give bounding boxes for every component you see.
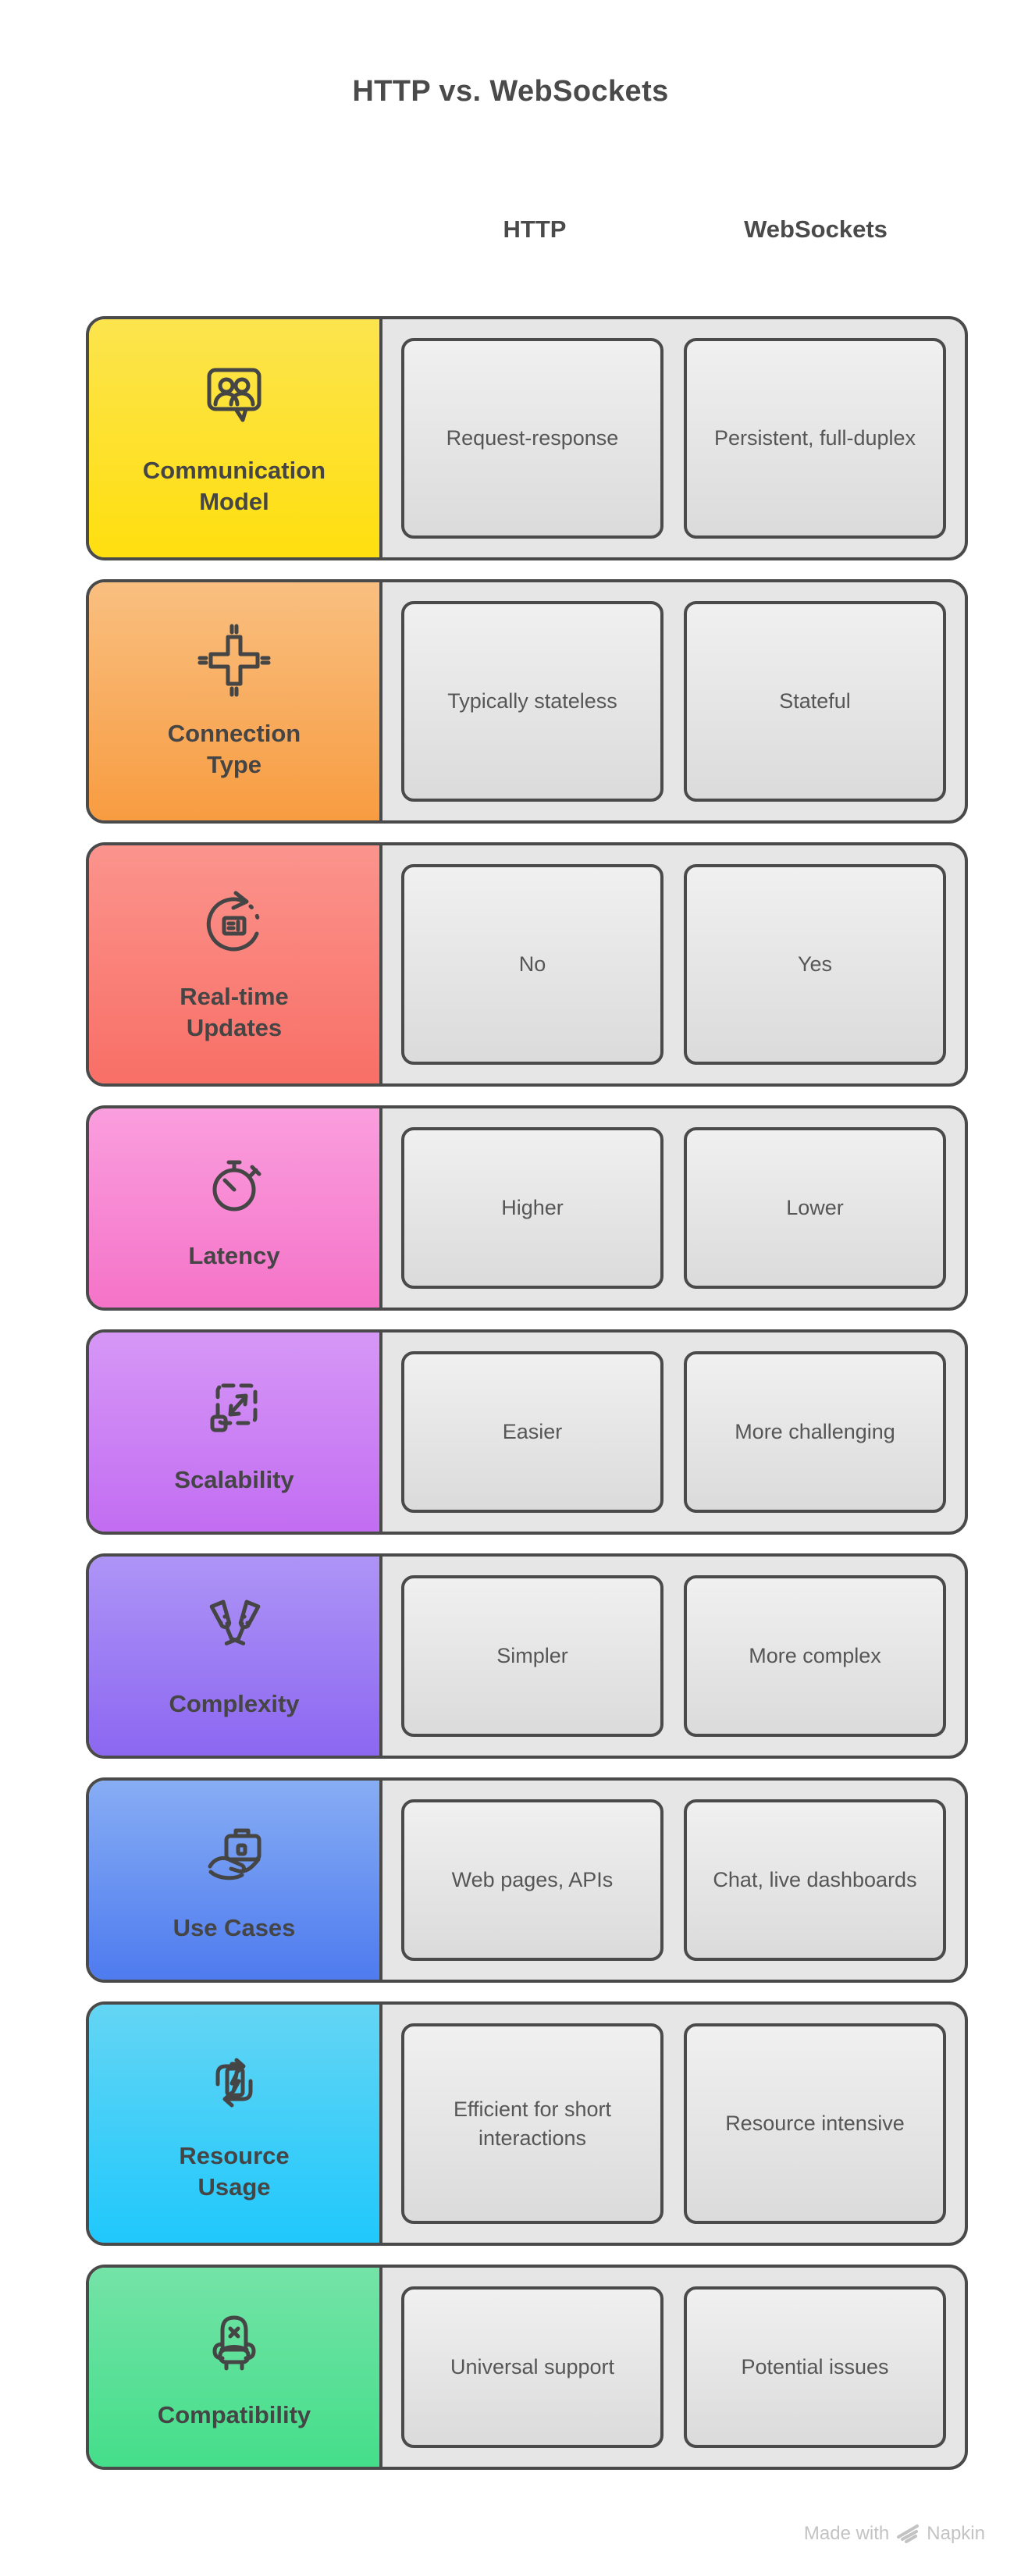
page-title: HTTP vs. WebSockets [352, 75, 669, 108]
category-label: Real-time Updates [180, 982, 289, 1041]
row-real-time-updates: Real-time Updates No Yes [86, 842, 968, 1087]
category-label: Communication Model [142, 456, 326, 515]
category-label: Resource Usage [179, 2141, 290, 2201]
category-card-compatibility: Compatibility [89, 2268, 382, 2467]
http-cell: Higher [401, 1127, 663, 1289]
websockets-cell: Yes [684, 864, 946, 1065]
row-compatibility: Compatibility Universal support Potentia… [86, 2265, 968, 2470]
category-card-use-cases: Use Cases [89, 1781, 382, 1980]
websockets-cell: Stateful [684, 601, 946, 802]
row-latency: Latency Higher Lower [86, 1105, 968, 1311]
row-complexity: Complexity Simpler More complex [86, 1553, 968, 1759]
comparison-table: Communication Model Request-response Per… [86, 316, 968, 2470]
category-label: Latency [188, 1241, 280, 1269]
category-label: Complexity [169, 1689, 300, 1717]
category-label: Compatibility [157, 2400, 311, 2428]
row-communication-model: Communication Model Request-response Per… [86, 316, 968, 560]
armchair-icon [212, 2315, 256, 2371]
row-resource-usage: Resource Usage Efficient for short inter… [86, 2001, 968, 2246]
websockets-cell: Potential issues [684, 2286, 946, 2448]
websockets-cell: Resource intensive [684, 2023, 946, 2224]
websockets-cell: Persistent, full-duplex [684, 338, 946, 539]
http-cell: Easier [401, 1351, 663, 1513]
category-label: Scalability [174, 1465, 294, 1493]
category-card-real-time-updates: Real-time Updates [89, 845, 382, 1083]
websockets-cell: Lower [684, 1127, 946, 1289]
refresh-news-icon [206, 891, 261, 952]
websockets-cell: More challenging [684, 1351, 946, 1513]
category-card-communication-model: Communication Model [89, 319, 382, 557]
category-card-connection-type: Connection Type [89, 582, 382, 820]
resize-expand-icon [210, 1383, 258, 1432]
chip-connector-icon [197, 624, 271, 697]
napkin-logo-icon [897, 2524, 920, 2543]
category-card-scalability: Scalability [89, 1332, 382, 1532]
http-cell: Web pages, APIs [401, 1799, 663, 1961]
http-cell: Simpler [401, 1575, 663, 1737]
category-card-latency: Latency [89, 1108, 382, 1308]
category-label: Use Cases [173, 1913, 296, 1941]
category-card-resource-usage: Resource Usage [89, 2005, 382, 2243]
briefcase-hand-icon [208, 1828, 261, 1880]
http-cell: Typically stateless [401, 601, 663, 802]
battery-cycle-icon [215, 2058, 253, 2108]
chat-users-icon [207, 368, 261, 422]
category-card-complexity: Complexity [89, 1557, 382, 1756]
made-with-napkin-watermark: Made with Napkin [804, 2523, 985, 2545]
http-cell: Request-response [401, 338, 663, 539]
champagne-glasses-icon [209, 1599, 261, 1646]
column-header-websockets: WebSockets [744, 215, 888, 243]
http-cell: No [401, 864, 663, 1065]
column-header-http: HTTP [503, 215, 567, 243]
row-connection-type: Connection Type Typically stateless Stat… [86, 579, 968, 824]
stopwatch-icon [212, 1160, 261, 1212]
row-scalability: Scalability Easier More challenging [86, 1329, 968, 1535]
http-cell: Efficient for short interactions [401, 2023, 663, 2224]
websockets-cell: More complex [684, 1575, 946, 1737]
http-cell: Universal support [401, 2286, 663, 2448]
row-use-cases: Use Cases Web pages, APIs Chat, live das… [86, 1777, 968, 1983]
brand-text: Napkin [927, 2523, 985, 2544]
column-headers: HTTP WebSockets [386, 215, 965, 244]
category-label: Connection Type [167, 719, 301, 778]
websockets-cell: Chat, live dashboards [684, 1799, 946, 1961]
made-with-text: Made with [803, 2523, 890, 2544]
